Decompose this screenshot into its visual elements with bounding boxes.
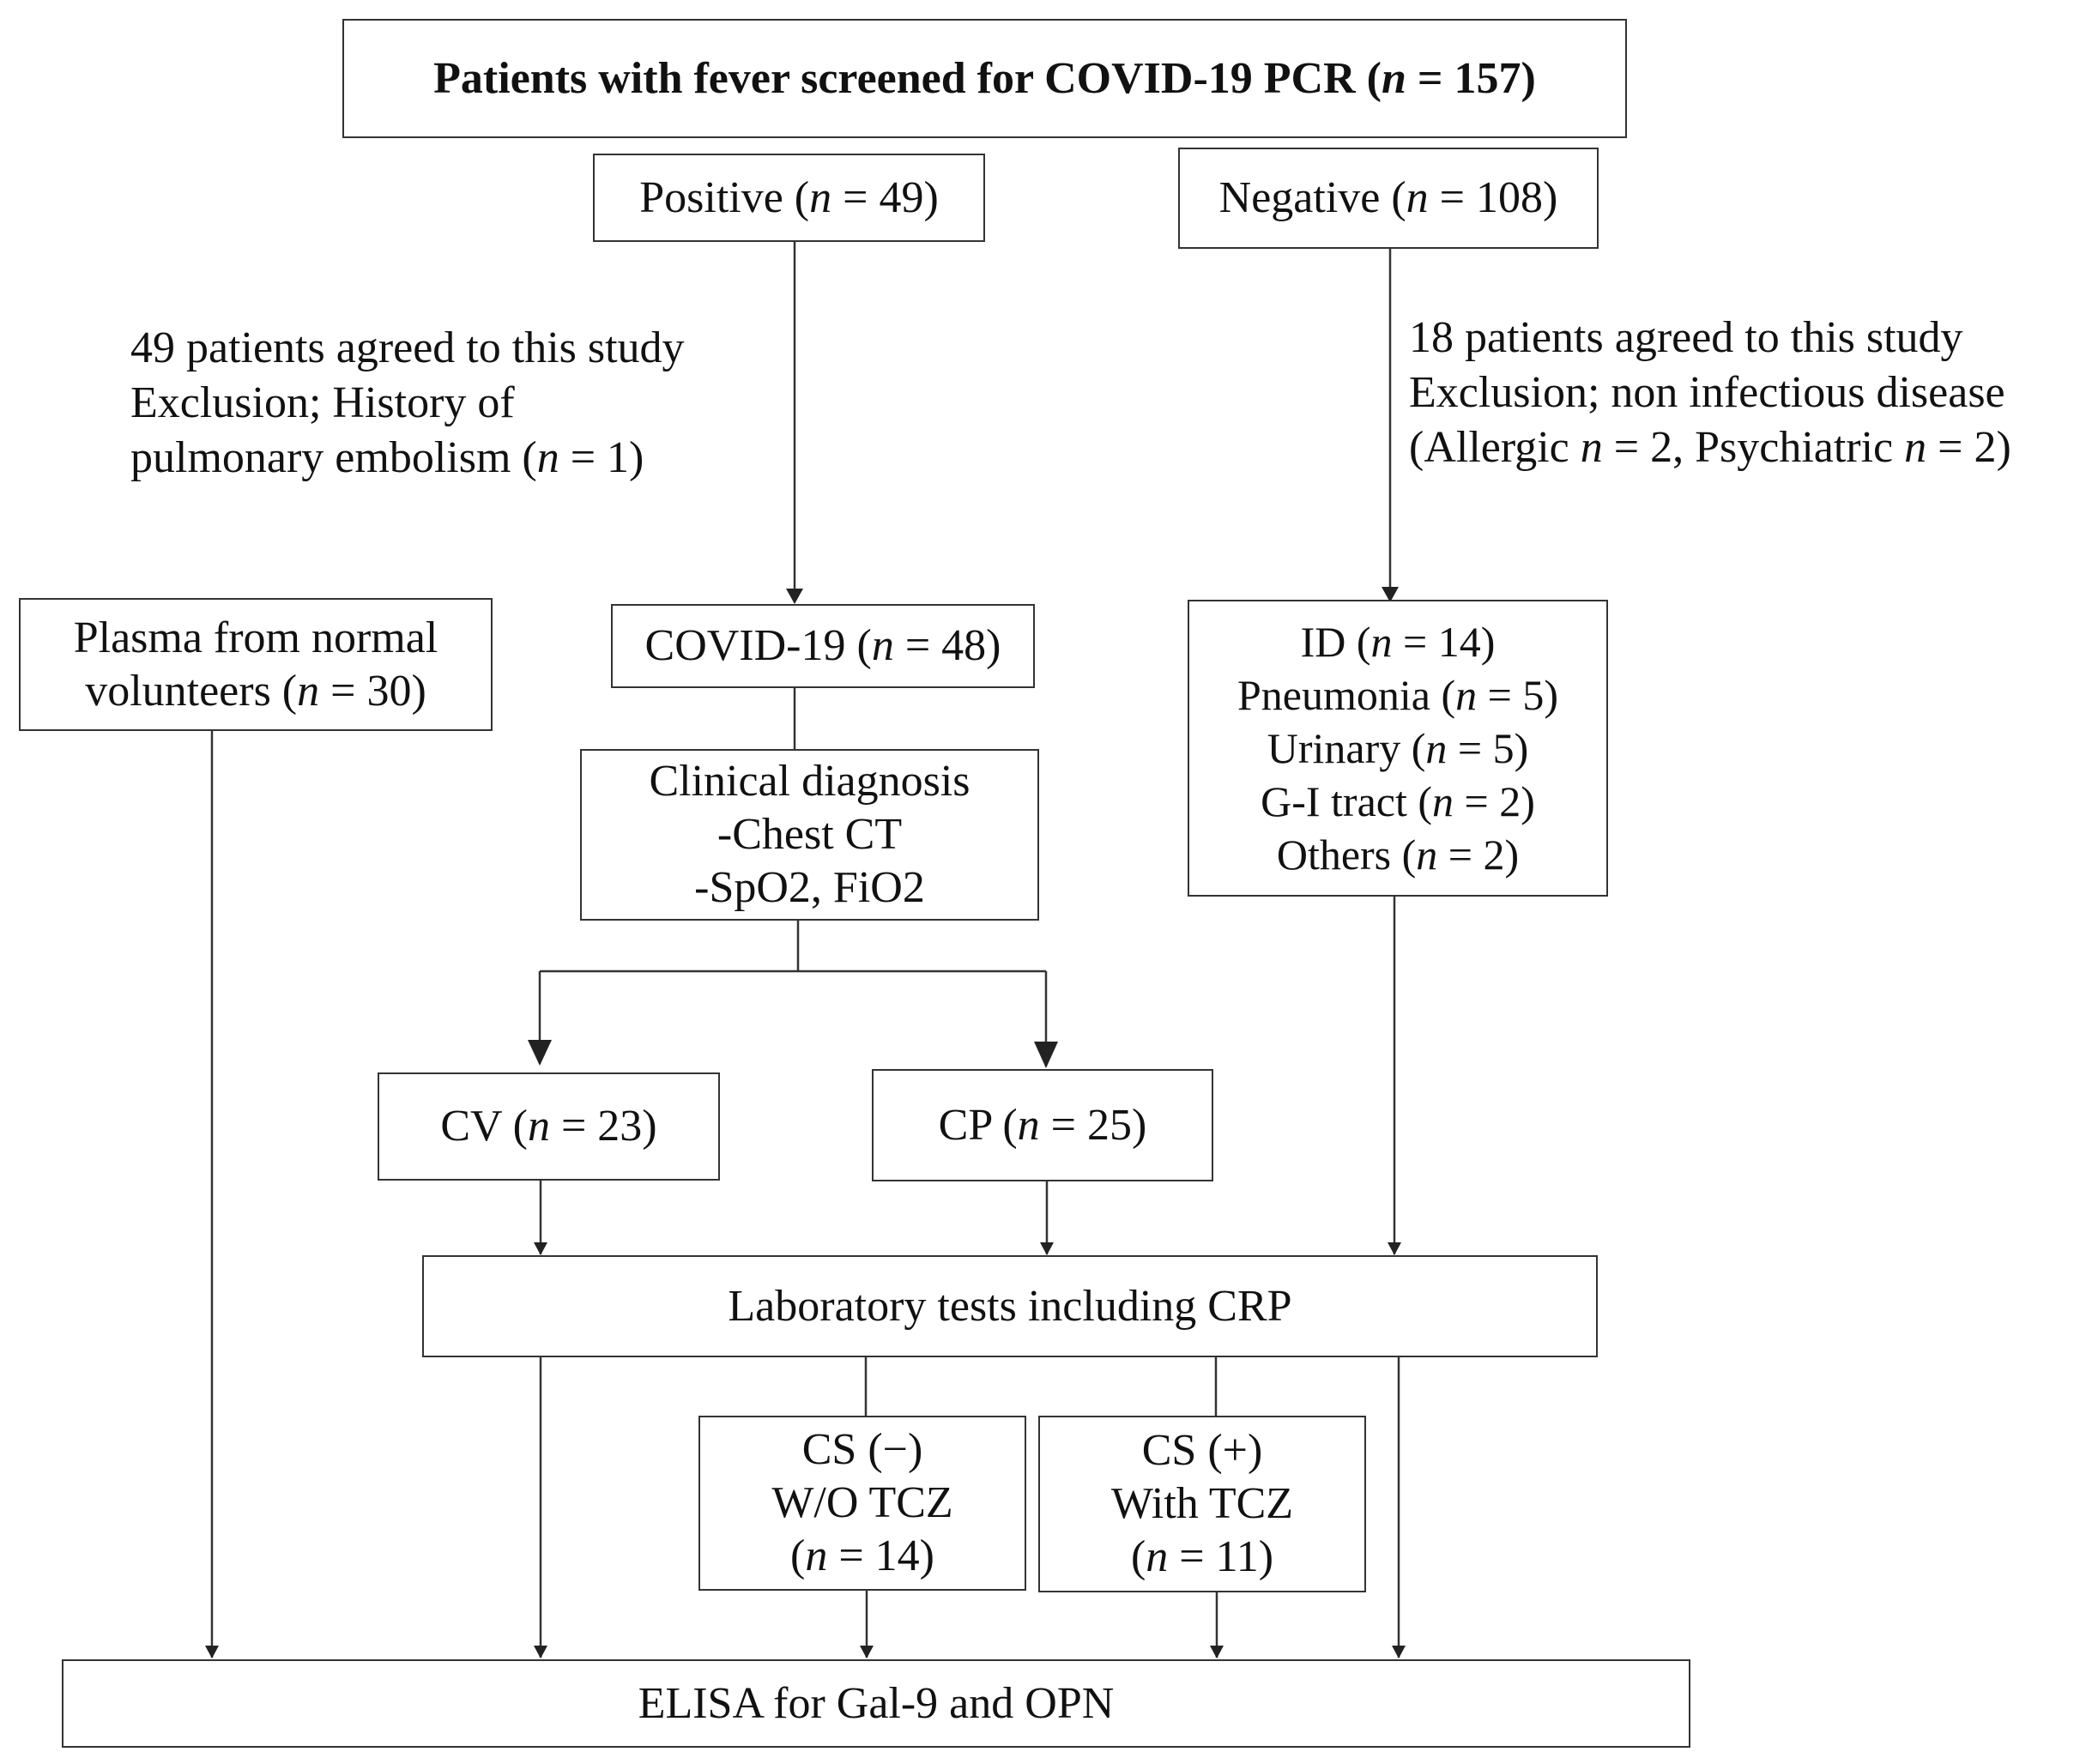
covid-label: COVID-19 (n = 48) [644, 621, 1001, 670]
note-line: pulmonary embolism (n = 1) [130, 433, 644, 482]
arrowhead [534, 1242, 547, 1255]
arrowhead [1040, 1242, 1054, 1255]
cs-negative-line2: W/O TCZ [771, 1478, 953, 1527]
positive-box: Positive (n = 49) [593, 154, 985, 242]
positive-label: Positive (n = 49) [639, 172, 939, 222]
cs-negative-line1: CS (−) [801, 1425, 923, 1474]
note-line: (Allergic n = 2, Psychiatric n = 2) [1409, 423, 2011, 472]
arrowhead [860, 1646, 874, 1658]
cp-box: CP (n = 25) [872, 1069, 1213, 1181]
arrowhead [1210, 1646, 1224, 1658]
arrowhead [534, 1646, 547, 1658]
plasma-box: Plasma from normal volunteers (n = 30) [19, 598, 493, 731]
cs-positive-line1: CS (+) [1141, 1426, 1263, 1475]
cp-label: CP (n = 25) [938, 1100, 1147, 1150]
cs-positive-line3: (n = 11) [1130, 1532, 1274, 1581]
arrowhead [205, 1646, 219, 1658]
positive-exclusion-note: 49 patients agreed to this study Exclusi… [130, 321, 685, 486]
cv-label: CV (n = 23) [440, 1102, 657, 1151]
negative-label: Negative (n = 108) [1218, 173, 1558, 222]
arrowhead [786, 589, 803, 604]
cs-positive-line2: With TCZ [1110, 1479, 1294, 1528]
cs-negative-line3: (n = 14) [790, 1531, 934, 1580]
note-line: Exclusion; non infectious disease [1409, 368, 2005, 417]
id-line: Urinary (n = 5) [1267, 724, 1529, 772]
screened-box: Patients with fever screened for COVID-1… [342, 19, 1627, 138]
laboratory-tests-box: Laboratory tests including CRP [422, 1255, 1598, 1357]
note-line: Exclusion; History of [130, 378, 515, 427]
id-line: Pneumonia (n = 5) [1237, 671, 1558, 719]
note-line: 18 patients agreed to this study [1409, 313, 1963, 362]
negative-exclusion-note: 18 patients agreed to this study Exclusi… [1409, 311, 2011, 475]
arrowhead-cp [1034, 1042, 1058, 1068]
clinical-line1: Clinical diagnosis [649, 757, 970, 806]
laboratory-tests-label: Laboratory tests including CRP [728, 1281, 1292, 1331]
id-box: ID (n = 14) Pneumonia (n = 5) Urinary (n… [1188, 600, 1608, 897]
arrowhead [1392, 1646, 1406, 1658]
id-line: Others (n = 2) [1276, 831, 1520, 879]
note-line: 49 patients agreed to this study [130, 323, 685, 372]
negative-box: Negative (n = 108) [1178, 148, 1599, 249]
elisa-box: ELISA for Gal-9 and OPN [62, 1659, 1690, 1748]
clinical-diagnosis-box: Clinical diagnosis -Chest CT -SpO2, FiO2 [580, 749, 1039, 921]
cs-negative-box: CS (−) W/O TCZ (n = 14) [698, 1416, 1026, 1591]
clinical-line2: -Chest CT [717, 810, 903, 859]
arrowhead [1382, 587, 1399, 602]
cs-positive-box: CS (+) With TCZ (n = 11) [1038, 1416, 1366, 1592]
screened-label: Patients with fever screened for COVID-1… [433, 53, 1536, 103]
arrowhead-cv [528, 1040, 552, 1066]
id-line: G-I tract (n = 2) [1261, 777, 1535, 825]
plasma-label-line2: volunteers (n = 30) [85, 666, 426, 716]
plasma-label-line1: Plasma from normal [73, 613, 438, 662]
arrowhead [1388, 1242, 1401, 1255]
cv-box: CV (n = 23) [378, 1072, 720, 1181]
clinical-line3: -SpO2, FiO2 [694, 863, 925, 912]
elisa-label: ELISA for Gal-9 and OPN [638, 1678, 1115, 1728]
id-line: ID (n = 14) [1300, 618, 1496, 666]
covid-box: COVID-19 (n = 48) [611, 604, 1035, 688]
